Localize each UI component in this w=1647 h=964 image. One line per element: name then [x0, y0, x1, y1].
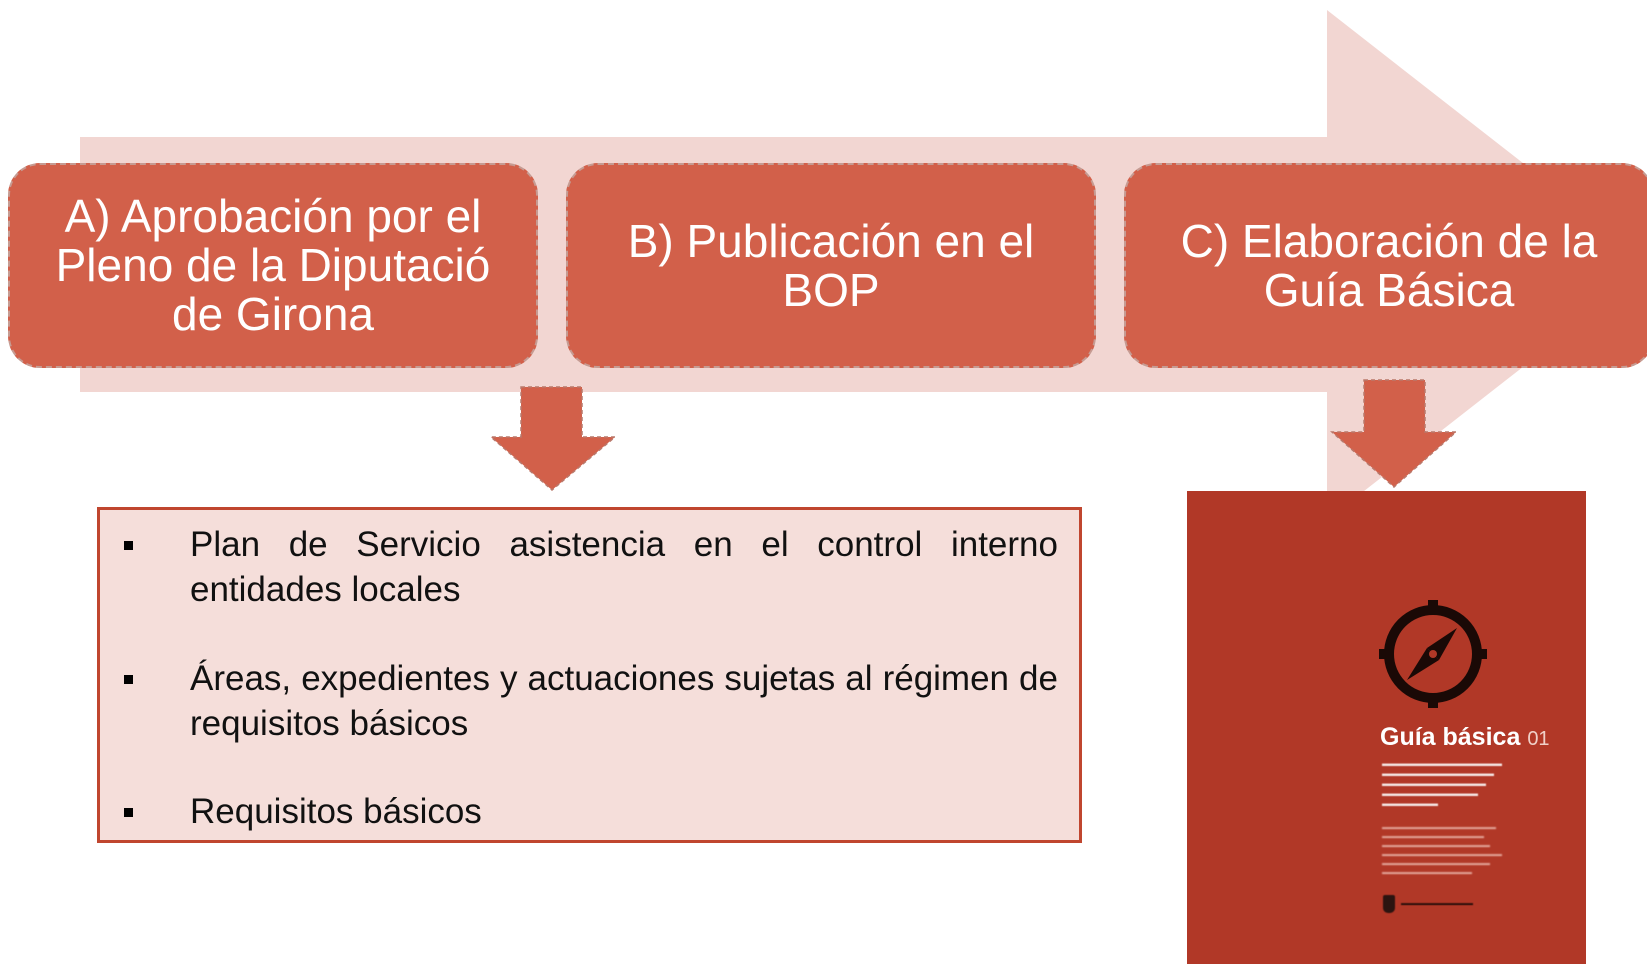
cover-publisher-blurred: ▬▬▬▬▬▬▬▬▬▬▬▬: [1401, 901, 1473, 907]
cover-subtitle-blurred: ▬▬▬▬▬▬▬▬▬▬▬▬▬▬▬▬▬▬▬▬▬▬▬▬▬▬▬▬▬▬▬▬▬▬▬▬▬▬▬▬…: [1382, 759, 1502, 808]
down-arrow-c: [1330, 379, 1458, 489]
list-item-text: Requisitos básicos: [190, 792, 482, 831]
bullet-icon: [124, 541, 133, 550]
step-a-box: A) Aprobación por el Pleno de la Diputac…: [8, 163, 538, 368]
compass-icon: [1379, 600, 1487, 708]
down-arrow-a: [489, 386, 617, 491]
step-c-box: C) Elaboración de la Guía Básica: [1124, 163, 1647, 368]
guide-cover-image: Guía básica 01 ▬▬▬▬▬▬▬▬▬▬▬▬▬▬▬▬▬▬▬▬▬▬▬▬▬…: [1187, 491, 1586, 964]
step-b-box: B) Publicación en el BOP: [566, 163, 1096, 368]
step-c-label: C) Elaboración de la Guía Básica: [1180, 214, 1598, 316]
bullet-icon: [124, 808, 133, 817]
cover-title: Guía básica 01: [1380, 723, 1550, 751]
step-a-label: A) Aprobación por el Pleno de la Diputac…: [55, 190, 491, 340]
crest-logo-icon: [1383, 895, 1395, 913]
cover-number: 01: [1527, 728, 1550, 750]
step-b-label: B) Publicación en el BOP: [627, 214, 1035, 316]
cover-body-blurred: ▬▬▬▬▬▬▬▬▬▬▬▬▬▬▬▬▬▬▬▬▬▬▬▬▬▬▬▬▬▬▬▬▬▬▬▬▬▬▬▬…: [1382, 825, 1502, 876]
bullet-icon: [124, 675, 133, 684]
list-item-text: Áreas, expedientes y actuaciones sujetas…: [190, 659, 1058, 743]
list-item-text: Plan de Servicio asistencia en el contro…: [190, 525, 1058, 609]
requirements-list-box: Plan de Servicio asistencia en el contro…: [97, 507, 1082, 843]
